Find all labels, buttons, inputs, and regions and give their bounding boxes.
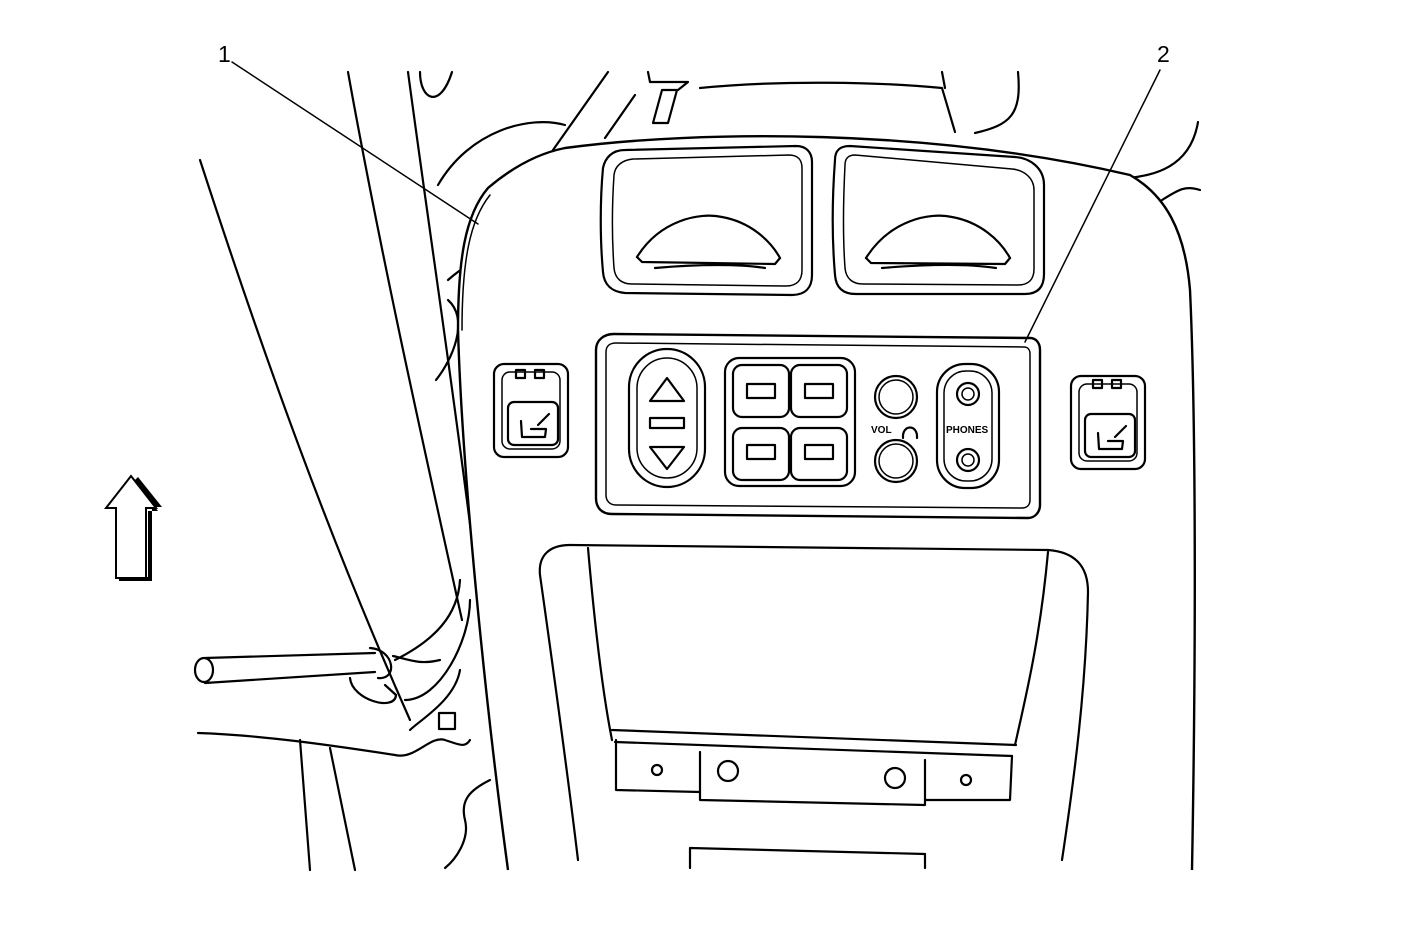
air-vent-right [831,144,1046,296]
seat-indicator-led-1 [1091,378,1104,390]
storage-bin [538,543,1090,870]
air-vent-left [599,144,814,297]
vol-label: VOL [871,425,892,436]
headphone-jack-top[interactable] [955,381,981,407]
up-triangle-icon [648,376,686,403]
rocker-center-mark [648,416,686,430]
callout-1: 1 [218,41,479,225]
callout-2: 2 [1024,41,1170,343]
wire-harness [193,646,442,705]
phones-jack-housing [935,362,1001,490]
function-button-top-left[interactable] [731,363,791,419]
seat-indicator-led-2 [1110,378,1123,390]
left-heated-seat-switch[interactable] [492,362,570,459]
seat-indicator-led-1 [514,368,527,380]
seat-indicator-led-2 [533,368,546,380]
down-triangle-icon [648,445,686,471]
function-button-top-right[interactable] [789,363,849,419]
volume-up-knob[interactable] [873,374,919,420]
headphone-icon [901,426,919,440]
bin-latch [650,759,973,790]
phones-label: PHONES [946,425,989,436]
forward-direction-arrow-icon [103,474,162,581]
top-structure [551,70,1202,202]
trim-fastener [437,711,457,731]
heated-seat-icon [519,412,551,439]
right-heated-seat-switch[interactable] [1069,374,1147,471]
svg-text:1: 1 [218,41,231,67]
left-seat-structure [196,70,567,872]
function-button-bottom-left[interactable] [731,426,791,482]
svg-text:2: 2 [1157,41,1170,67]
heated-seat-icon [1096,424,1128,451]
headphone-jack-bottom[interactable] [955,447,981,473]
volume-down-knob[interactable] [873,438,919,484]
function-button-bottom-right[interactable] [789,426,849,482]
rear-audio-control-panel: VOL PHONES [594,332,1042,520]
